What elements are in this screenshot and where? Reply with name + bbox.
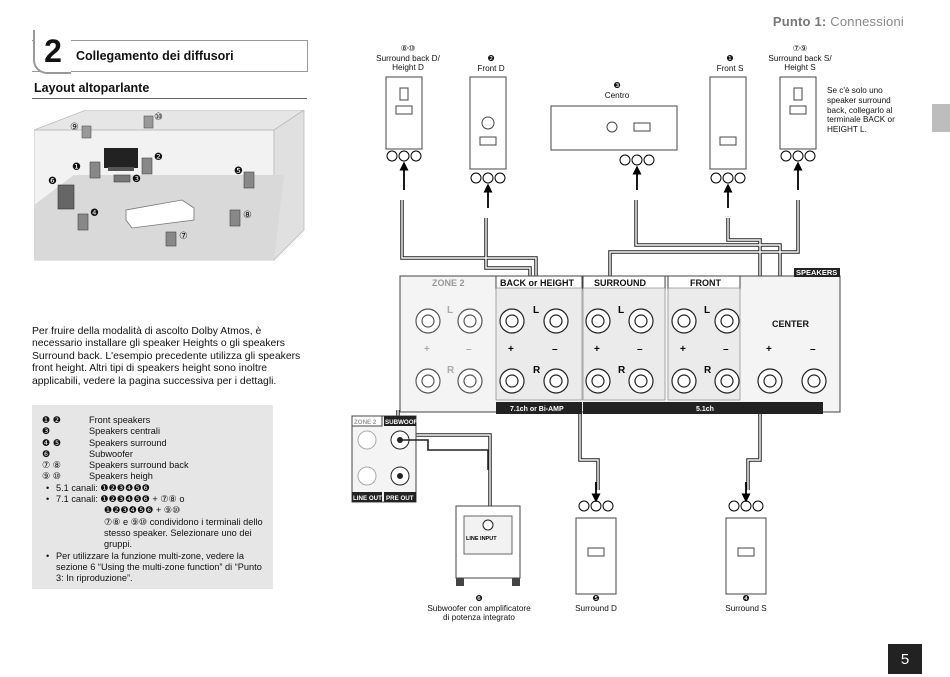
step-number: 2 (33, 30, 71, 74)
front-minus: – (723, 344, 729, 355)
header-step: Punto 1: (772, 14, 827, 29)
intro-paragraph: Per fruire della modalità di ascolto Dol… (32, 326, 301, 387)
back-l: L (533, 305, 539, 316)
section-title: Layout altoparlante (34, 81, 150, 95)
panel-surround-label: SURROUND (594, 278, 647, 288)
speaker-surround-back-d (385, 76, 423, 162)
speaker-center (550, 105, 678, 166)
note-multizone: Per utilizzare la funzione multi-zone, v… (46, 551, 263, 585)
header-title: Connessioni (830, 14, 904, 29)
back-r: R (533, 365, 541, 376)
back-minus: – (552, 344, 558, 355)
room-label-10: ⑩ (154, 112, 163, 123)
line-out-label: LINE OUT (353, 495, 382, 502)
room-label-7: ⑦ (179, 231, 188, 242)
panel-71-label: 7.1ch or Bi-AMP (510, 406, 564, 413)
panel-back-height-label: BACK or HEIGHT (500, 278, 575, 288)
room-label-6: ❻ (48, 176, 57, 187)
subwoofer-pre-out (351, 415, 417, 503)
sub-subwoofer-label: SUBWOOFER (385, 419, 426, 426)
room-label-2: ❷ (154, 152, 163, 163)
panel-51-label: 5.1ch (696, 406, 714, 413)
surround-l: L (618, 305, 624, 316)
section-divider (32, 98, 307, 99)
speaker-surround-d (575, 500, 617, 595)
back-plus: + (508, 344, 514, 355)
note-7-1: 7.1 canali: ❶❷❸❹❺❻ + ⑦⑧ o ❶❷❸❹❺❻ + ⑨⑩ ⑦⑧… (46, 494, 263, 550)
surround-plus: + (594, 344, 600, 355)
room-label-1: ❶ (72, 162, 81, 173)
page-header: Punto 1: Connessioni (773, 14, 904, 29)
room-label-5: ❺ (234, 166, 243, 177)
room-label-3: ❸ (132, 174, 141, 185)
page-number: 5 (888, 644, 922, 674)
panel-center-label: CENTER (772, 319, 810, 329)
panel-zone2-label: ZONE 2 (432, 278, 465, 288)
side-note: Se c'è solo uno speaker surround back, c… (827, 86, 895, 135)
front-l: L (704, 305, 710, 316)
surround-r: R (618, 365, 626, 376)
wiring-diagram: ZONE 2 BACK or HEIGHT SURROUND FRONT SPE… (351, 76, 841, 595)
front-plus: + (680, 344, 686, 355)
step-title: Collegamento dei diffusori (76, 49, 234, 63)
room-label-4: ❹ (90, 208, 99, 219)
zone2-r: R (447, 365, 455, 376)
center-minus: – (810, 344, 816, 355)
zone2-l: L (447, 305, 453, 316)
pre-out-label: PRE OUT (386, 495, 414, 502)
room-layout-illustration: ⑨ ⑩ ❶ ❷ ❸ ❻ ❹ ❺ ⑧ ⑦ (34, 110, 305, 261)
room-label-9: ⑨ (70, 122, 79, 133)
note-5-1: 5.1 canali: ❶❷❸❹❺❻ (46, 483, 263, 495)
line-input-label: LINE INPUT (466, 536, 497, 542)
speaker-surround-s (725, 500, 767, 595)
chapter-tab (932, 104, 950, 132)
speaker-subwoofer (455, 505, 521, 586)
legend-notes: 5.1 canali: ❶❷❸❹❺❻ 7.1 canali: ❶❷❸❹❺❻ + … (46, 483, 263, 585)
sub-zone2-label: ZONE 2 (354, 419, 377, 426)
room-label-8: ⑧ (243, 210, 252, 221)
speaker-front-d (469, 76, 507, 184)
front-r: R (704, 365, 712, 376)
zone2-minus: – (466, 344, 472, 355)
panel-speakers-label: SPEAKERS (796, 268, 837, 277)
center-plus: + (766, 344, 772, 355)
speaker-surround-back-s (779, 76, 817, 162)
speaker-front-s (709, 76, 747, 184)
surround-minus: – (637, 344, 643, 355)
panel-front-label: FRONT (690, 278, 721, 288)
step-box (32, 40, 308, 72)
zone2-plus: + (424, 344, 430, 355)
